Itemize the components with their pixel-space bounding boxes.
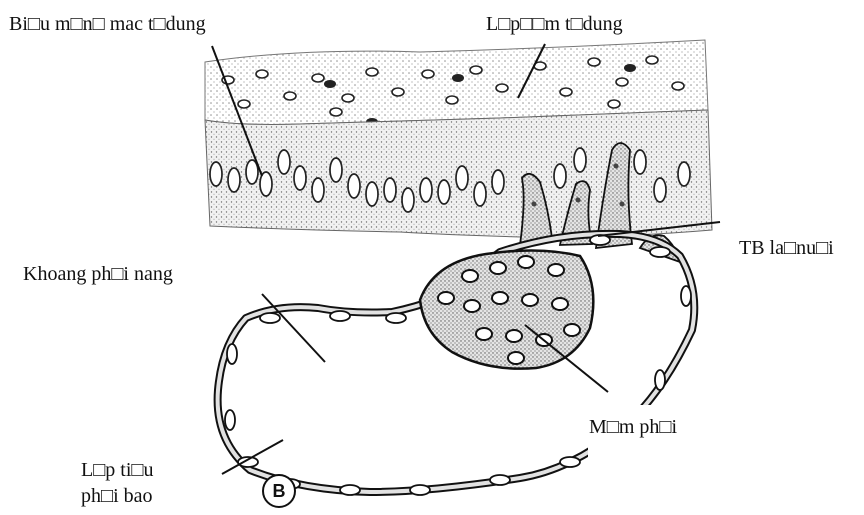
label-embryo-bud: M□m ph□i (588, 405, 840, 468)
figure-letter-badge: B (262, 474, 296, 508)
label-endometrium: Bi□u m□n□ mac t□dung (8, 13, 207, 35)
label-decidual-layer: L□p□□m t□dung (485, 13, 624, 35)
decidual-stroma (205, 40, 708, 125)
label-blastocyst-cavity: Khoang ph□i nang (22, 263, 174, 285)
label-cell-layer-line1: L□p ti□u (81, 457, 154, 483)
label-trophoblast: TB la□nu□i (738, 237, 835, 259)
label-cell-layer-line2: ph□i bao (81, 483, 154, 509)
label-cell-layer: L□p ti□u ph□i bao (80, 457, 155, 509)
